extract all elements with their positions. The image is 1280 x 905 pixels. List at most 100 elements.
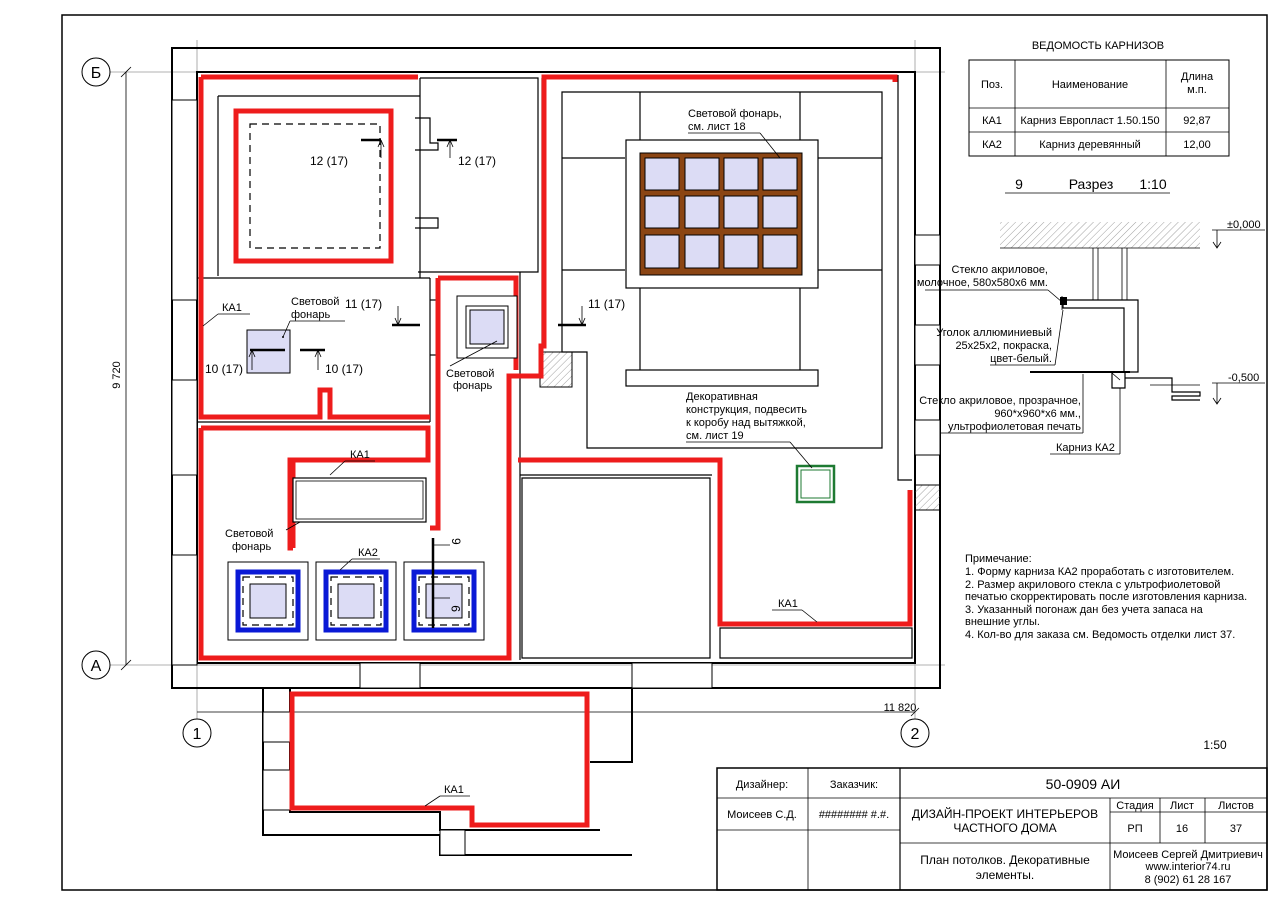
skylight-label-c-2: фонарь: [232, 541, 271, 553]
notes-block: Примечание: 1. Форму карниза КА2 прорабо…: [965, 553, 1247, 641]
ka1-tag-4: КА1: [444, 784, 464, 796]
designer-label: Дизайнер:: [736, 779, 788, 791]
table-cell-length: 92,87: [1183, 115, 1211, 127]
note-line: внешние углы.: [965, 616, 1040, 628]
section-title: Разрез: [1069, 176, 1114, 192]
drawing-scale: 1:50: [1203, 738, 1227, 752]
callout-clear-glass-1: Стекло акриловое, прозрачное,: [919, 395, 1081, 407]
callout-milk-glass-1: Стекло акриловое,: [952, 264, 1049, 276]
callout-corner-1: Уголок аллюминиевый: [936, 327, 1052, 339]
section-mark-9a: 9: [449, 538, 463, 545]
sheet-border: [61, 14, 1268, 891]
note-line: печатью скорректировать после изготовлен…: [965, 591, 1247, 603]
cornice-table: ВЕДОМОСТЬ КАРНИЗОВ Поз. Наименование Дли…: [968, 40, 1230, 157]
table-header-name: Наименование: [1052, 79, 1128, 91]
cornice-table-title: ВЕДОМОСТЬ КАРНИЗОВ: [1032, 40, 1164, 52]
axis-marker-1: [182, 718, 212, 748]
drawing-title-2: элементы.: [976, 868, 1035, 882]
skylight-small-middle: [456, 295, 518, 359]
callout-cornice-ka2: Карниз КА2: [1056, 442, 1115, 454]
callout-milk-glass-2: молочное, 580x580x6 мм.: [917, 277, 1048, 289]
author-name: Моисеев Сергей Дмитриевич: [1113, 849, 1263, 861]
notes-title: Примечание:: [965, 553, 1032, 565]
section-mark-12b: 12 (17): [458, 154, 496, 168]
table-cell-pos: КА1: [982, 115, 1002, 127]
building-walls: [171, 47, 941, 856]
axis-marker-2: [900, 718, 930, 748]
table-cell-name: Карниз деревянный: [1039, 139, 1141, 151]
title-block: Дизайнер: Заказчик: Моисеев С.Д. #######…: [716, 767, 1268, 891]
sheets-value: 37: [1230, 823, 1242, 835]
author-phone: 8 (902) 61 28 167: [1145, 874, 1232, 886]
deco-label-2: конструкция, подвесить: [686, 404, 807, 416]
dimension-width: 11 820: [884, 702, 917, 714]
section-mark-11a: 11 (17): [345, 297, 382, 311]
drawing-title-1: План потолков. Декоративные: [920, 853, 1090, 867]
decorative-hood-box: [795, 464, 836, 504]
axis-marker-b: [81, 57, 111, 87]
bathroom-skylight: [249, 123, 381, 249]
callout-corner-3: цвет-белый.: [990, 353, 1052, 365]
skylight-label-a-1: Световой: [291, 296, 339, 308]
ka1-tag-1: КА1: [222, 302, 242, 314]
deco-label-3: к коробу над вытяжкой,: [686, 417, 806, 429]
plan-labels: КА1 КА1 КА1 КА1 КА2 Световой фонарь Свет…: [202, 108, 818, 807]
table-cell-pos: КА2: [982, 139, 1002, 151]
callout-clear-glass-3: ультрофиолетовая печать: [948, 421, 1081, 433]
skylight-label-a-2: фонарь: [291, 309, 330, 321]
section-scale: 1:10: [1139, 176, 1166, 192]
kitchen-ceiling: [292, 477, 427, 523]
dimension-height: 9 720: [111, 361, 123, 389]
table-cell-name: Карниз Европласт 1.50.150: [1020, 115, 1159, 127]
skylight-right-label-1: Световой фонарь,: [688, 108, 782, 120]
project-title-2: ЧАСТНОГО ДОМА: [953, 821, 1056, 835]
section-mark-9b: 9: [449, 605, 463, 612]
table-header-length-2: м.п.: [1187, 84, 1207, 96]
level-bottom: -0,500: [1228, 372, 1259, 384]
sheets-label: Листов: [1218, 800, 1254, 812]
section-mark-11b: 11 (17): [588, 297, 625, 311]
axis-marker-a: [81, 650, 111, 680]
client-name: ######## #.#.: [819, 809, 889, 821]
callout-clear-glass-2: 960*x960*x6 мм.,: [994, 408, 1081, 420]
skylight-label-b-2: фонарь: [453, 380, 492, 392]
ka1-tag-2: КА1: [350, 449, 370, 461]
skylight-label-c-1: Световой: [225, 528, 273, 540]
skylight-label-b-1: Световой: [446, 368, 494, 380]
section-9-detail: 9 Разрез 1:10 ±0,000 -0,500 Стекло акрил…: [917, 176, 1265, 455]
skylight-grid-window: [639, 152, 803, 276]
skylight-right-label-2: см. лист 18: [688, 121, 746, 133]
callout-corner-2: 25x25x2, покраска,: [955, 340, 1052, 352]
sheet-value: 16: [1176, 823, 1188, 835]
designer-name: Моисеев С.Д.: [727, 809, 797, 821]
note-line: 4. Кол-во для заказа см. Ведомость отдел…: [965, 629, 1235, 641]
axis-label-1: 1: [193, 726, 202, 743]
section-mark-12a: 12 (17): [310, 154, 348, 168]
deco-label-1: Декоративная: [686, 391, 758, 403]
client-label: Заказчик:: [830, 779, 878, 791]
ka2-tag: КА2: [358, 547, 378, 559]
deco-label-4: см. лист 19: [686, 430, 744, 442]
table-cell-length: 12,00: [1183, 139, 1211, 151]
note-line: 2. Размер акрилового стекла с ультрофиол…: [965, 579, 1220, 591]
section-number: 9: [1015, 176, 1023, 192]
ka2-skylight-boxes: [227, 561, 485, 641]
section-mark-10b: 10 (17): [325, 362, 363, 376]
axis-label-a: А: [91, 658, 102, 675]
project-title-1: ДИЗАЙН-ПРОЕКТ ИНТЕРЬЕРОВ: [912, 806, 1098, 821]
section-mark-10a: 10 (17): [205, 362, 243, 376]
note-line: 1. Форму карниза КА2 проработать с изгот…: [965, 566, 1234, 578]
note-line: 3. Указанный погонаж дан без учета запас…: [965, 604, 1204, 616]
table-header-pos: Поз.: [981, 79, 1003, 91]
sheet-label: Лист: [1170, 800, 1194, 812]
ka1-tag-3: КА1: [778, 598, 798, 610]
axis-label-b: Б: [91, 65, 102, 82]
level-top: ±0,000: [1227, 219, 1261, 231]
section-markers: 12 (17) 12 (17) 11 (17) 11 (17) 10 (17) …: [205, 138, 625, 628]
stage-value: РП: [1127, 823, 1142, 835]
skylight-small-left: [246, 329, 291, 374]
axis-label-2: 2: [911, 726, 920, 743]
stage-label: Стадия: [1116, 800, 1154, 812]
author-site: www.interior74.ru: [1145, 861, 1231, 873]
